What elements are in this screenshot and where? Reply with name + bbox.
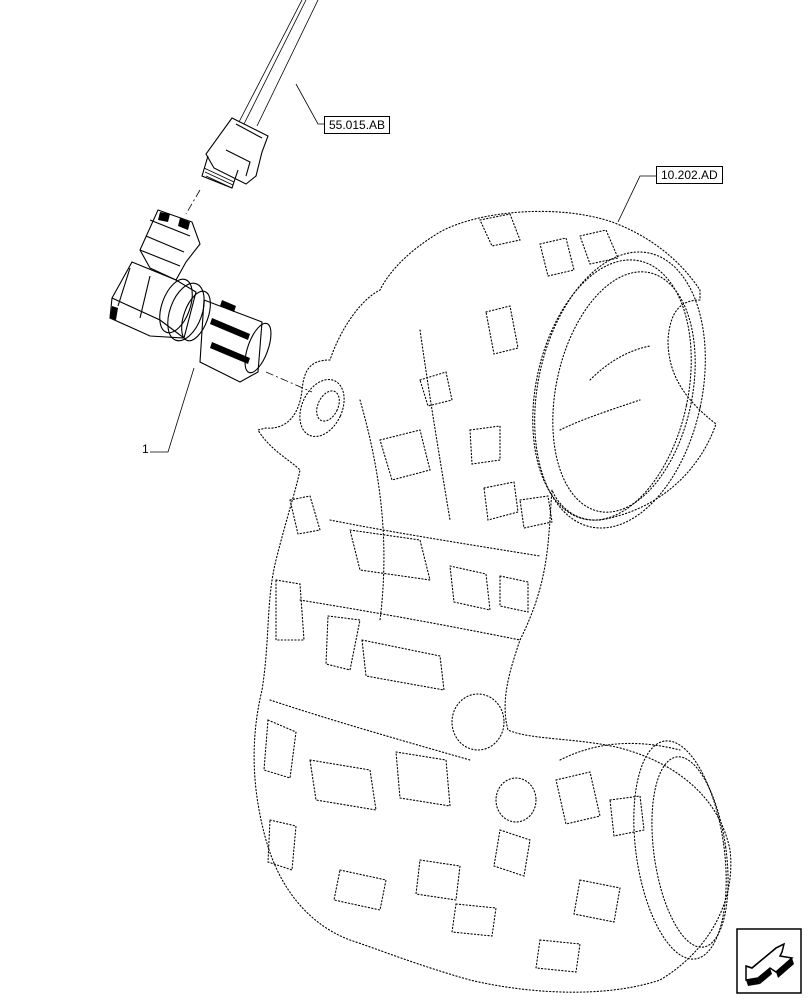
callout-hose-reference[interactable]: 55.015.AB bbox=[324, 116, 391, 134]
next-page-arrow-icon[interactable] bbox=[736, 928, 802, 994]
hose-tube bbox=[201, 0, 319, 189]
item-number-label: 1 bbox=[142, 442, 149, 456]
sensor-item-1 bbox=[109, 209, 272, 383]
intake-manifold bbox=[253, 210, 732, 993]
callout-manifold-reference[interactable]: 10.202.AD bbox=[656, 166, 723, 184]
